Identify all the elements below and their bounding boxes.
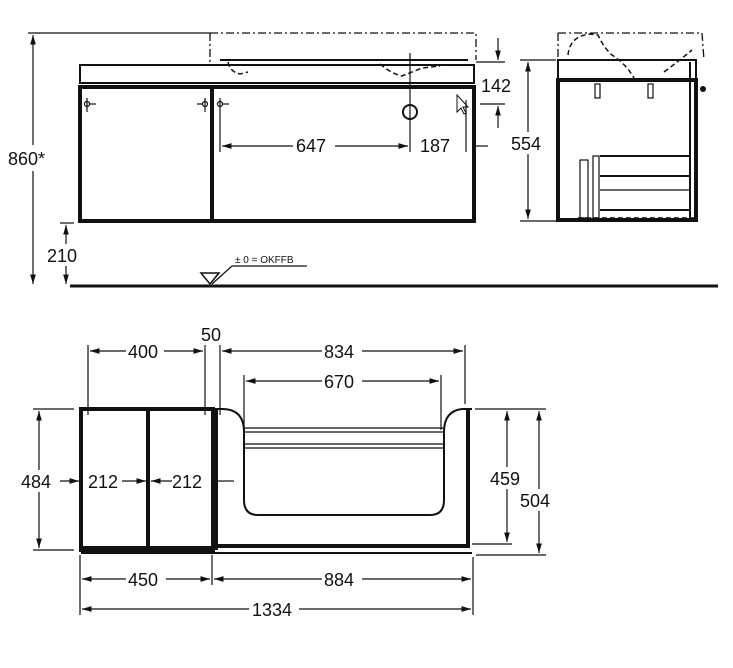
dim-basin-offset-right: 187 xyxy=(420,136,450,156)
cursor-icon xyxy=(456,93,470,115)
dim-top-drop: 142 xyxy=(481,76,511,96)
dim-door-right: 212 xyxy=(172,472,202,492)
dim-door-left: 212 xyxy=(88,472,118,492)
dim-total-width: 1334 xyxy=(252,600,292,620)
dim-total-depth: 504 xyxy=(520,491,550,511)
dim-side-height: 554 xyxy=(511,134,541,154)
dim-left-depth: 484 xyxy=(21,472,51,492)
dim-right-width: 884 xyxy=(324,570,354,590)
dim-inner-cutout-width: 670 xyxy=(324,372,354,392)
floor-reference-label: ± 0 = OKFFB xyxy=(235,255,294,266)
dim-total-height: 860* xyxy=(8,149,45,169)
side-view: 554 xyxy=(508,32,706,222)
dim-left-inner-width: 400 xyxy=(128,342,158,362)
dim-floor-clearance: 210 xyxy=(47,246,77,266)
front-view: 860* 210 647 187 142 ± 0 = OKFFB xyxy=(5,32,718,288)
dim-right-unit-width: 834 xyxy=(324,342,354,362)
dim-left-width: 450 xyxy=(128,570,158,590)
side-cabinet xyxy=(556,78,698,222)
dim-basin-offset-left: 647 xyxy=(296,136,326,156)
cabinet-body xyxy=(78,85,476,223)
plan-view: 400 50 834 670 484 212 212 459 504 xyxy=(18,325,558,620)
countertop xyxy=(79,64,475,84)
dim-inner-depth: 459 xyxy=(490,469,520,489)
dim-gap: 50 xyxy=(201,325,221,345)
